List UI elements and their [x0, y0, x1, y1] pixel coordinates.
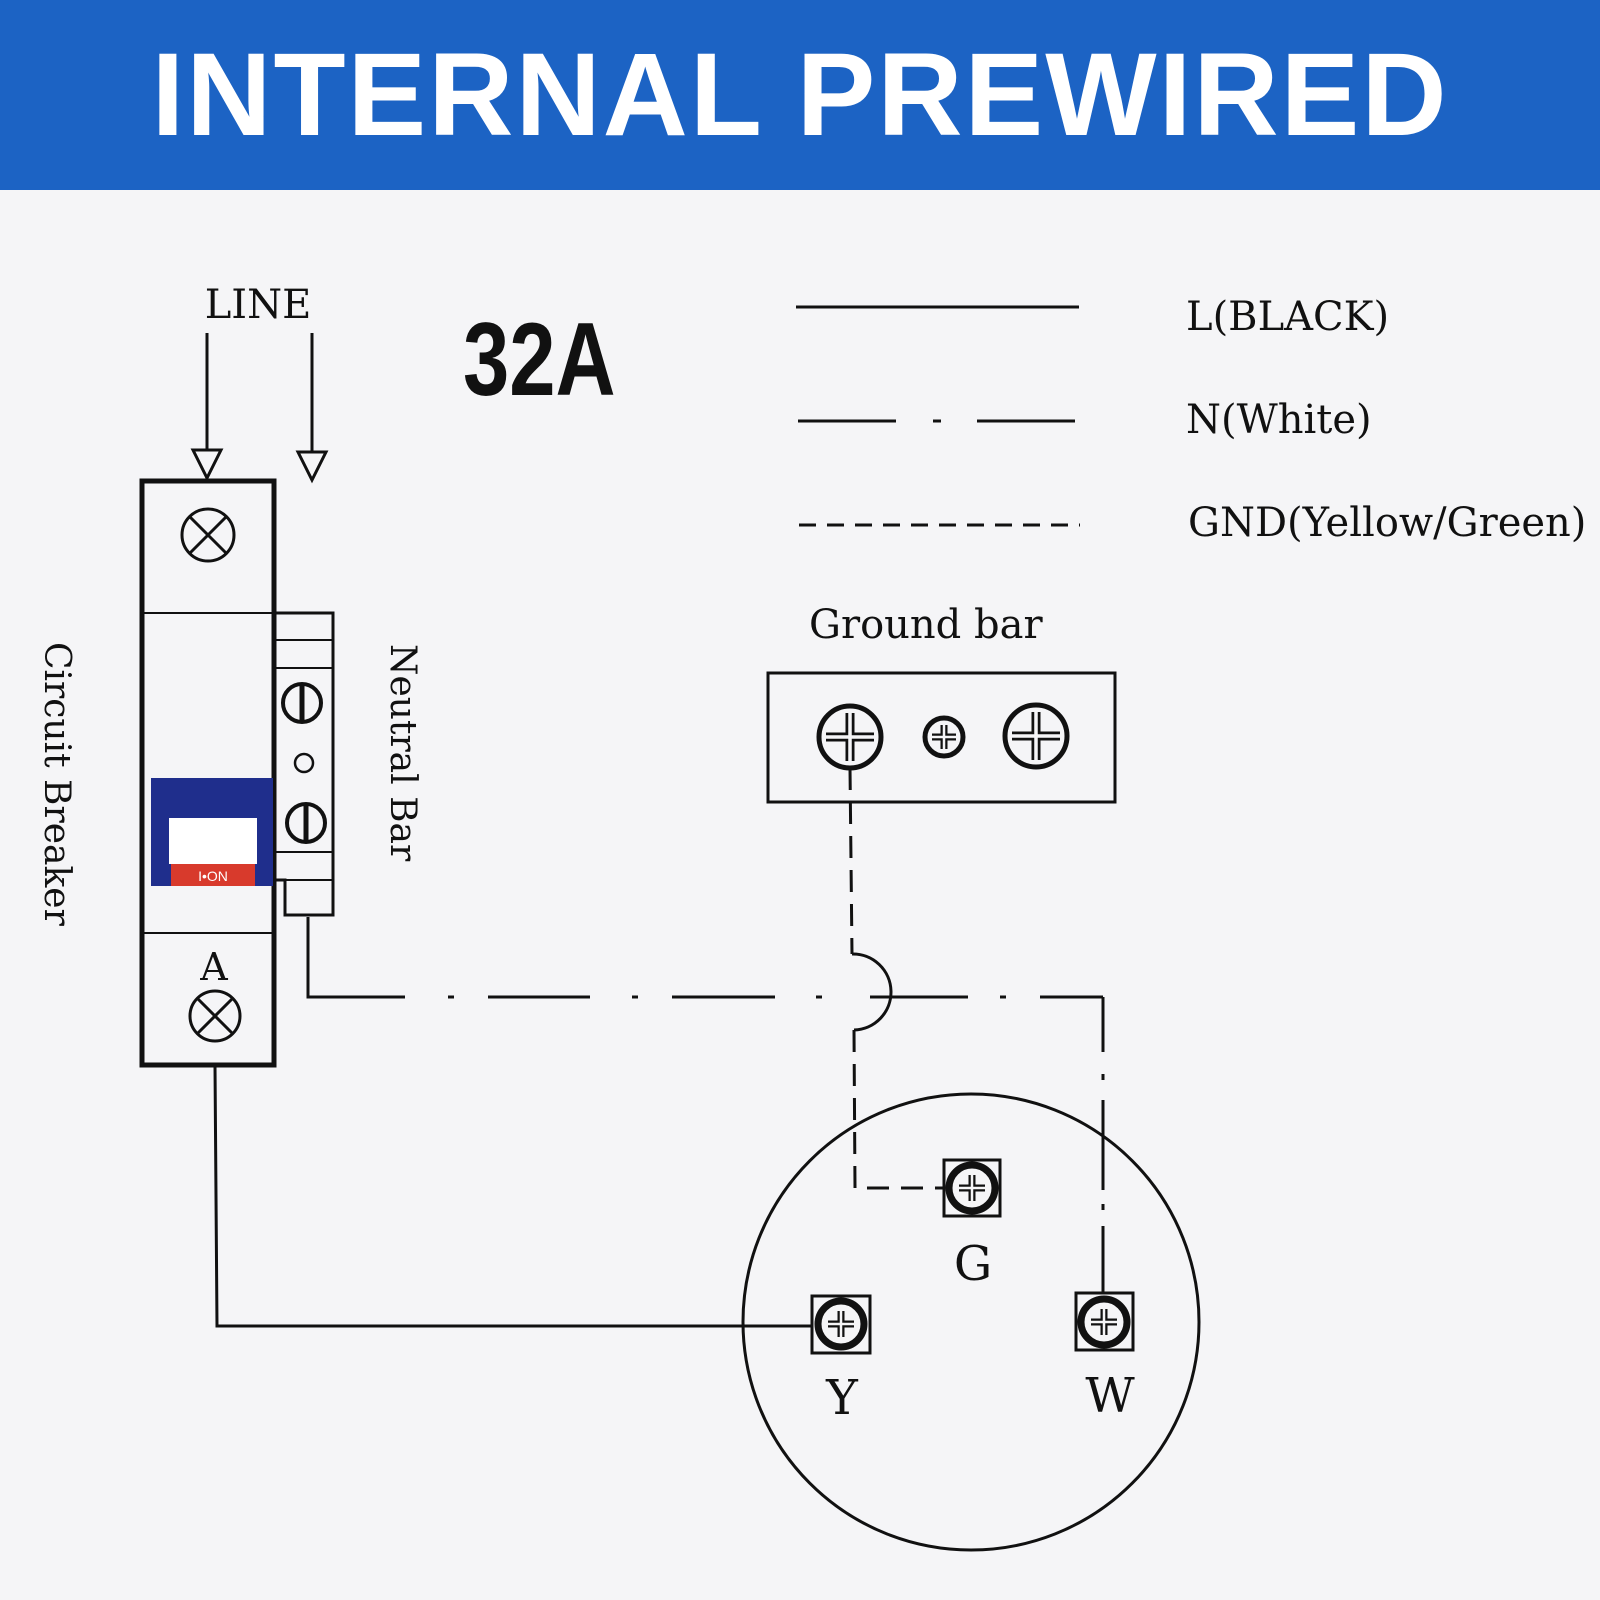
neutral-bar: [275, 611, 335, 917]
terminal-screw-icon: [1077, 1295, 1131, 1349]
line-label: LINE: [205, 282, 312, 328]
banner-title: INTERNAL PREWIRED: [151, 29, 1449, 161]
terminal-screw-icon: [945, 1161, 999, 1215]
neutral-screw-icon: [281, 682, 323, 724]
ground-screw-icon: [816, 703, 884, 771]
circuit-breaker: I•ON A: [139, 478, 277, 1068]
ground-bar: [766, 671, 1117, 804]
terminal-label-y: Y: [825, 1370, 859, 1426]
terminal-label-w: W: [1085, 1368, 1135, 1424]
line-input-arrows: [190, 333, 329, 484]
neutral-hole-icon: [293, 752, 315, 774]
breaker-top-terminal-icon: [180, 507, 236, 563]
legend: L(BLACK) N(White) GND(Yellow/Green): [796, 294, 1586, 546]
breaker-handle-text: I•ON: [198, 868, 228, 884]
neutral-screw-icon: [285, 802, 327, 844]
breaker-bottom-terminal-icon: [188, 989, 242, 1043]
rating-label: 32A: [463, 301, 616, 417]
legend-label-line: L(BLACK): [1186, 294, 1389, 340]
neutral-terminal: [1074, 1291, 1135, 1352]
circuit-breaker-label: Circuit Breaker: [36, 642, 77, 927]
ground-bar-label: Ground bar: [809, 602, 1043, 648]
neutral-wire: [306, 917, 1105, 1300]
breaker-handle: I•ON: [151, 778, 273, 886]
ground-terminal: [942, 1158, 1002, 1218]
legend-label-ground: GND(Yellow/Green): [1188, 500, 1586, 546]
terminal-label-g: G: [954, 1236, 992, 1292]
ground-screw-icon: [1002, 702, 1070, 770]
neutral-bar-label: Neutral Bar: [382, 644, 423, 862]
ground-screw-icon: [922, 715, 966, 759]
hot-terminal: [810, 1294, 872, 1355]
receptacle: G Y W: [741, 1092, 1201, 1552]
title-banner: INTERNAL PREWIRED: [0, 0, 1600, 190]
legend-label-neutral: N(White): [1186, 397, 1372, 443]
line-wire: [213, 1065, 830, 1328]
ground-wire: [848, 767, 944, 1190]
breaker-terminal-label: A: [199, 945, 228, 989]
terminal-screw-icon: [814, 1297, 868, 1351]
